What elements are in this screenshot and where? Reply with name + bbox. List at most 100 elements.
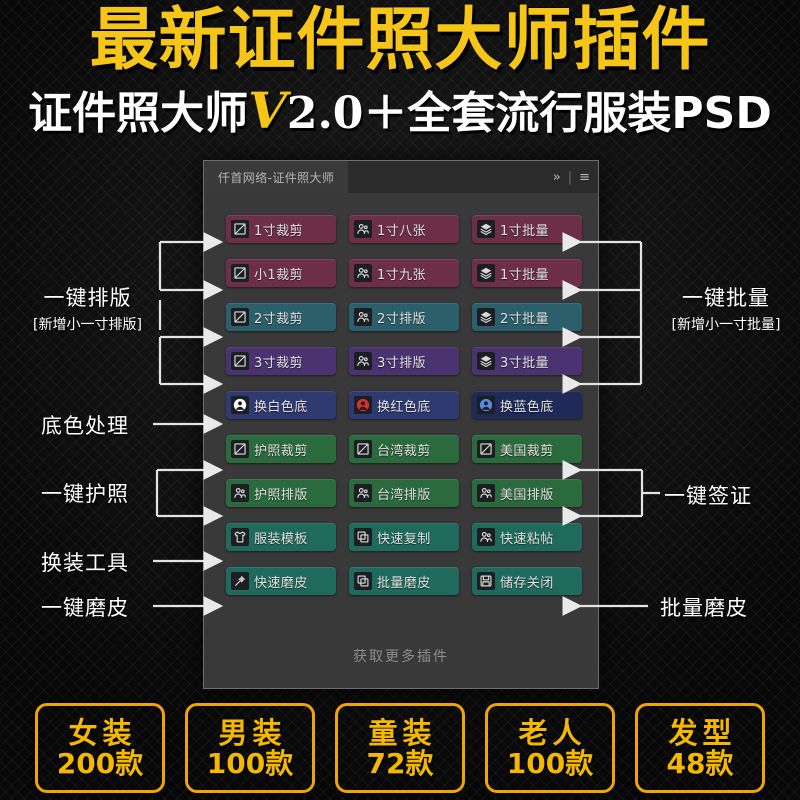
annotation-right-0: 一键批量 [新增小一寸批量] [652, 282, 800, 334]
action-button-label: 小1裁剪 [254, 267, 303, 283]
action-button-批量磨皮[interactable]: 批量磨皮 [349, 567, 459, 595]
action-button-快速磨皮[interactable]: 快速磨皮 [226, 567, 336, 595]
annotation-right-1-title: 一键签证 [664, 484, 752, 508]
action-button-护照裁剪[interactable]: 护照裁剪 [226, 435, 336, 463]
layers-icon [477, 308, 495, 326]
action-button-快速复制[interactable]: 快速复制 [349, 523, 459, 551]
crop-icon [354, 440, 372, 458]
action-button-label: 护照排版 [254, 487, 308, 503]
people-icon [477, 528, 495, 546]
annotation-left-4: 一键磨皮 [20, 592, 150, 622]
wand-icon [231, 572, 249, 590]
action-button-护照排版[interactable]: 护照排版 [226, 479, 336, 507]
banner-subtitle-post: ＋全套流行服装PSD [363, 88, 772, 139]
action-button-2寸裁剪[interactable]: 2寸裁剪 [226, 303, 336, 331]
expand-icon[interactable]: » [552, 169, 561, 185]
hamburger-menu-icon[interactable]: ≡ [579, 169, 590, 185]
panel-controls: » | ≡ [553, 161, 590, 193]
action-button-台湾裁剪[interactable]: 台湾裁剪 [349, 435, 459, 463]
crop-icon [231, 220, 249, 238]
action-button-1寸批量[interactable]: 1寸批量 [472, 259, 582, 287]
action-button-label: 2寸排版 [377, 311, 426, 327]
action-button-label: 1寸批量 [500, 267, 549, 283]
action-button-2寸排版[interactable]: 2寸排版 [349, 303, 459, 331]
person-red-icon [354, 396, 372, 414]
layers-icon [477, 352, 495, 370]
action-button-label: 换白色底 [254, 399, 308, 415]
crop-icon [231, 308, 249, 326]
crop-icon [231, 440, 249, 458]
action-button-储存关闭[interactable]: 储存关闭 [472, 567, 582, 595]
action-button-label: 换红色底 [377, 399, 431, 415]
action-button-换白色底[interactable]: 换白色底 [226, 391, 336, 419]
action-button-美国裁剪[interactable]: 美国裁剪 [472, 435, 582, 463]
action-button-label: 1寸裁剪 [254, 223, 303, 239]
badge-title: 男装 [218, 715, 287, 750]
badge-title: 童装 [368, 715, 437, 750]
people-icon [231, 484, 249, 502]
badge-count: 72款 [366, 746, 434, 780]
copy-icon [354, 528, 372, 546]
action-button-1寸八张[interactable]: 1寸八张 [349, 215, 459, 243]
banner-title: 最新证件照大师插件 [89, 1, 711, 80]
annotation-left-0-title: 一键排版 [43, 286, 132, 310]
crop-icon [477, 440, 495, 458]
action-button-服装模板[interactable]: 服装模板 [226, 523, 336, 551]
badge-count: 200款 [56, 746, 144, 780]
action-button-2寸批量[interactable]: 2寸批量 [472, 303, 582, 331]
action-button-1寸九张[interactable]: 1寸九张 [349, 259, 459, 287]
annotation-left-3-title: 换装工具 [41, 551, 129, 575]
action-button-台湾排版[interactable]: 台湾排版 [349, 479, 459, 507]
badge-count: 100款 [206, 746, 294, 780]
banner-subtitle: 证件照大师V2.0＋全套流行服装PSD [0, 86, 800, 139]
annotation-right-1: 一键签证 [664, 480, 752, 510]
annotation-right-0-sub: [新增小一寸批量] [671, 317, 781, 333]
annotation-left-0: 一键排版 [新增小一寸排版] [20, 282, 155, 334]
action-button-label: 批量磨皮 [377, 575, 431, 591]
action-button-3寸批量[interactable]: 3寸批量 [472, 347, 582, 375]
panel-tab-bar: 仟首网络-证件照大师 » | ≡ [204, 161, 598, 194]
action-button-label: 2寸裁剪 [254, 311, 303, 327]
get-more-plugins-link[interactable]: 获取更多插件 [353, 649, 449, 665]
action-button-美国排版[interactable]: 美国排版 [472, 479, 582, 507]
layers-icon [477, 264, 495, 282]
person-white-icon [231, 396, 249, 414]
action-button-label: 1寸九张 [377, 267, 426, 283]
action-button-label: 换蓝色底 [500, 399, 554, 415]
action-button-label: 美国裁剪 [500, 443, 554, 459]
action-button-label: 1寸八张 [377, 223, 426, 239]
action-button-快速粘帖[interactable]: 快速粘帖 [472, 523, 582, 551]
people-icon [477, 484, 495, 502]
action-button-label: 3寸裁剪 [254, 355, 303, 371]
action-button-label: 台湾排版 [377, 487, 431, 503]
layers-icon [477, 220, 495, 238]
action-button-label: 储存关闭 [500, 575, 554, 591]
action-button-换蓝色底[interactable]: 换蓝色底 [472, 391, 582, 419]
action-button-换红色底[interactable]: 换红色底 [349, 391, 459, 419]
version-number: 2.0 [286, 88, 364, 139]
people-icon [354, 484, 372, 502]
panel-tab-title[interactable]: 仟首网络-证件照大师 [204, 161, 349, 193]
action-button-3寸排版[interactable]: 3寸排版 [349, 347, 459, 375]
action-button-3寸裁剪[interactable]: 3寸裁剪 [226, 347, 336, 375]
people-icon [354, 220, 372, 238]
annotation-left-0-sub: [新增小一寸排版] [33, 317, 142, 333]
people-icon [354, 352, 372, 370]
action-button-label: 2寸批量 [500, 311, 549, 327]
badge-title: 老人 [518, 715, 587, 750]
action-button-1寸裁剪[interactable]: 1寸裁剪 [226, 215, 336, 243]
action-button-label: 3寸排版 [377, 355, 426, 371]
annotation-right-0-title: 一键批量 [682, 286, 770, 310]
person-blue-icon [477, 396, 495, 414]
annotation-left-2-title: 一键护照 [41, 482, 129, 506]
action-button-label: 台湾裁剪 [377, 443, 431, 459]
copy-icon [354, 572, 372, 590]
save-icon [477, 572, 495, 590]
action-button-1寸批量[interactable]: 1寸批量 [472, 215, 582, 243]
action-button-小1裁剪[interactable]: 小1裁剪 [226, 259, 336, 287]
